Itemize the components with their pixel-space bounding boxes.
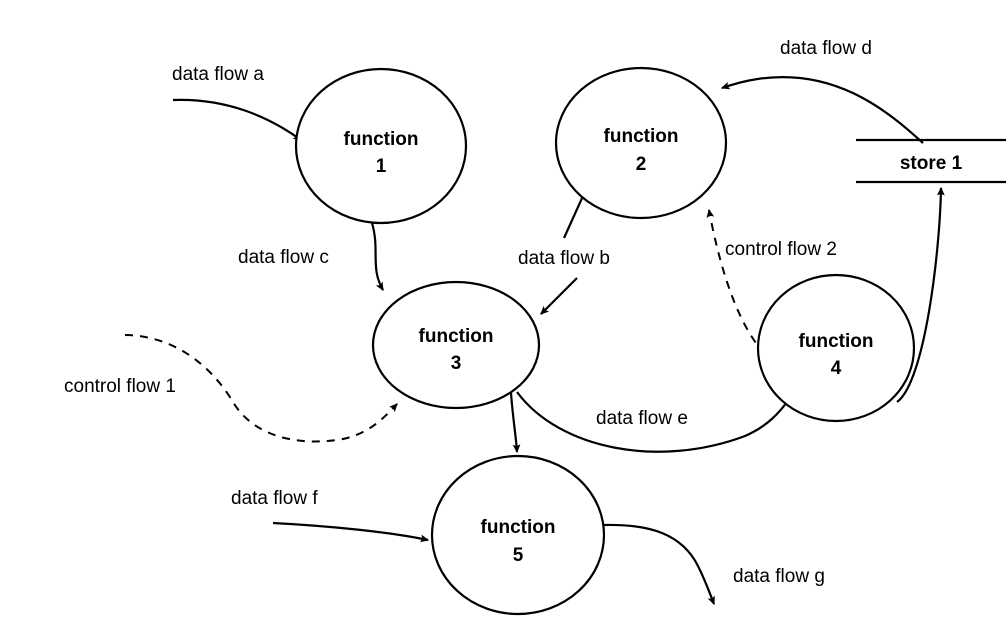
- function-4-ellipse[interactable]: [756, 273, 916, 423]
- label-data-flow-d: data flow d: [780, 38, 872, 59]
- label-data-flow-a: data flow a: [172, 64, 264, 85]
- function-3-ellipse[interactable]: [371, 280, 541, 410]
- label-data-flow-g: data flow g: [733, 566, 825, 587]
- function-2-label-line1: function: [604, 126, 679, 147]
- node-function-2[interactable]: function 2: [554, 66, 728, 220]
- edge-data-flow-e: [516, 391, 791, 453]
- edge-data-flow-a: [172, 98, 302, 141]
- node-function-4[interactable]: function 4: [756, 273, 916, 423]
- edge-control-flow-2: [706, 208, 766, 355]
- function-3-label-line1: function: [419, 326, 494, 347]
- label-control-flow-1: control flow 1: [64, 376, 176, 397]
- edge-data-flow-f: [272, 521, 430, 543]
- function-5-ellipse[interactable]: [430, 454, 606, 616]
- node-function-1[interactable]: function 1: [294, 67, 468, 225]
- function-1-label-line2: 1: [376, 156, 387, 177]
- store-1-label: store 1: [900, 153, 963, 174]
- edge-data-flow-c: [370, 222, 384, 291]
- label-data-flow-c: data flow c: [238, 247, 329, 268]
- edge-function-4-to-store-1: [896, 186, 945, 403]
- edge-data-flow-g: [603, 523, 716, 606]
- edge-data-flow-b-stub: [562, 195, 585, 239]
- label-data-flow-f: data flow f: [231, 488, 318, 509]
- function-5-label-line2: 5: [513, 545, 524, 566]
- node-function-5[interactable]: function 5: [430, 454, 606, 616]
- function-1-label-line1: function: [344, 129, 419, 150]
- edge-function-3-to-function-5: [509, 392, 521, 454]
- edge-control-flow-1: [124, 334, 398, 443]
- label-data-flow-e: data flow e: [596, 408, 688, 429]
- function-4-label-line1: function: [799, 331, 874, 352]
- function-1-ellipse[interactable]: [294, 67, 468, 225]
- label-data-flow-b: data flow b: [518, 248, 610, 269]
- function-4-label-line2: 4: [831, 358, 842, 379]
- edge-data-flow-b: [540, 277, 578, 315]
- function-5-label-line1: function: [481, 517, 556, 538]
- edge-data-flow-d: [720, 76, 924, 144]
- label-control-flow-2: control flow 2: [725, 239, 837, 260]
- node-store-1[interactable]: store 1: [856, 138, 1006, 184]
- node-function-3[interactable]: function 3: [371, 280, 541, 410]
- function-2-label-line2: 2: [636, 154, 647, 175]
- function-3-label-line2: 3: [451, 353, 462, 374]
- function-2-ellipse[interactable]: [554, 66, 728, 220]
